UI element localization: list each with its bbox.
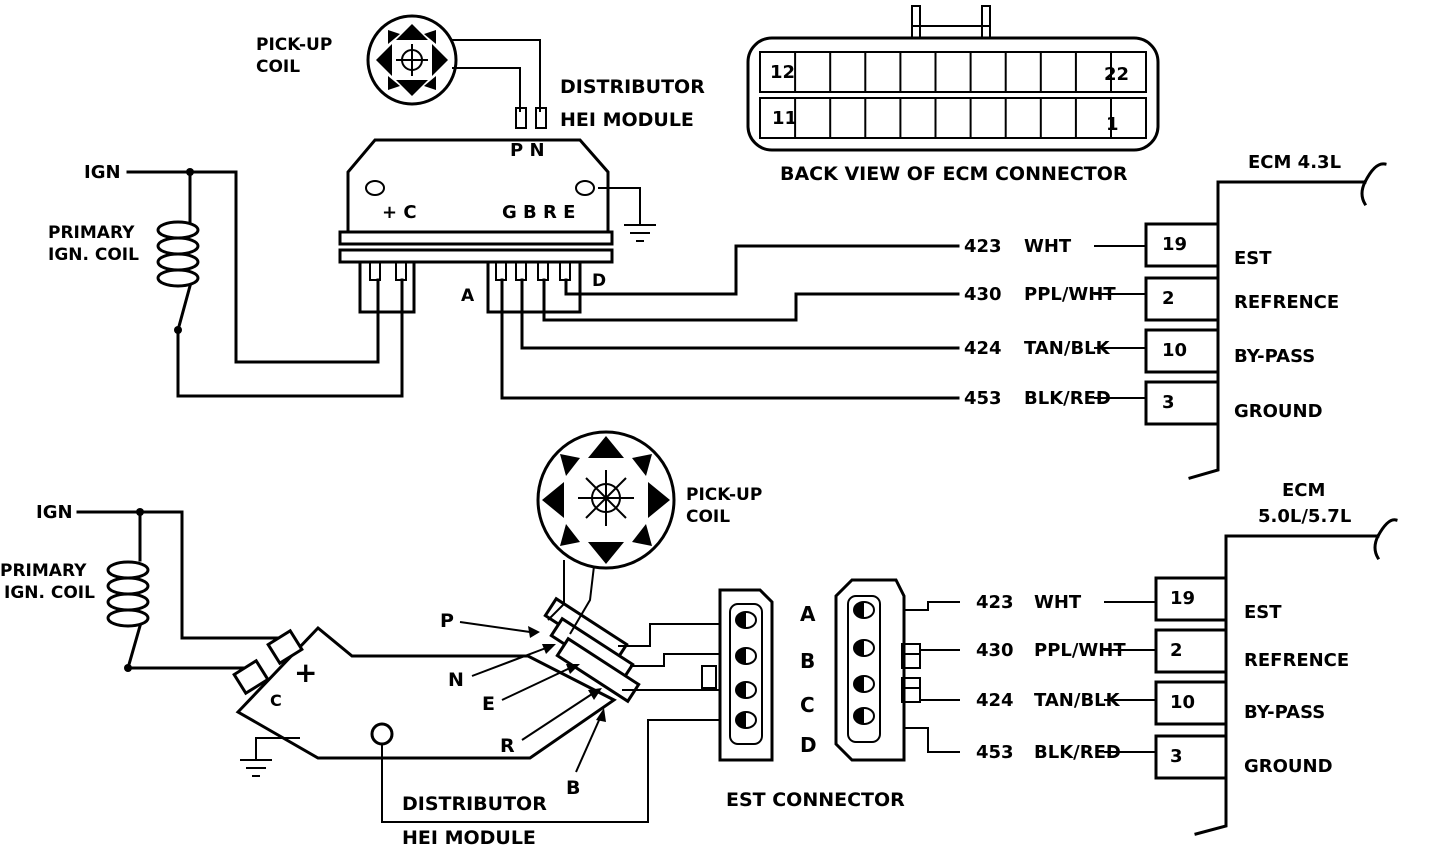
c-label: C <box>270 691 282 710</box>
ecm-pin-number: 10 <box>1170 692 1195 713</box>
connector-pin-12: 12 <box>770 62 795 83</box>
pickup-label-top-2: COIL <box>256 57 300 77</box>
ecm-pin-function: REFRENCE <box>1234 292 1339 313</box>
ecm-pin-function: REFRENCE <box>1244 650 1349 671</box>
hei-module-top <box>338 138 614 314</box>
e-label: E <box>482 693 495 715</box>
pickup-coil-bottom <box>536 430 676 570</box>
plus-c-label: + C <box>382 202 417 223</box>
module-label-top: HEI MODULE <box>560 109 694 131</box>
ecm-pin-number: 19 <box>1162 234 1187 255</box>
wire-circuit-number: 424 <box>964 338 1002 359</box>
est-pin-d: D <box>800 733 817 757</box>
primary-label-top-1: PRIMARY <box>48 223 135 243</box>
connector-caption: BACK VIEW OF ECM CONNECTOR <box>780 163 1128 185</box>
ecm-pin-function: BY-PASS <box>1234 346 1315 367</box>
ecm-pin-function: GROUND <box>1244 756 1333 777</box>
wire-circuit-number: 453 <box>976 742 1014 763</box>
est-pin-a: A <box>800 602 816 626</box>
r-label: R <box>500 735 515 757</box>
ign-label-bottom: IGN <box>36 502 73 523</box>
ecm-50-57-label-2: 5.0L/5.7L <box>1258 506 1351 527</box>
module-label-bottom: HEI MODULE <box>402 827 536 846</box>
wire-color-label: PPL/WHT <box>1024 284 1116 305</box>
ecm-pin-function: EST <box>1234 248 1272 269</box>
n-label: N <box>448 669 464 691</box>
ecm-pin-number: 3 <box>1170 746 1183 767</box>
wire-circuit-number: 430 <box>964 284 1002 305</box>
hei-module-bottom <box>232 596 641 760</box>
ecm-pin-function: BY-PASS <box>1244 702 1325 723</box>
wire-circuit-number: 423 <box>964 236 1002 257</box>
wire-color-label: WHT <box>1024 236 1072 257</box>
wire-color-label: WHT <box>1034 592 1082 613</box>
distributor-label-bottom: DISTRIBUTOR <box>402 793 547 815</box>
pickup-label-top-1: PICK-UP <box>256 35 332 55</box>
connector-pin-11: 11 <box>772 108 797 129</box>
p-label: P <box>440 610 454 632</box>
pickup-label-bottom-2: COIL <box>686 507 730 527</box>
ecm-pin-function: EST <box>1244 602 1282 623</box>
primary-label-top-2: IGN. COIL <box>48 245 139 265</box>
ecm-pin-number: 2 <box>1162 288 1175 309</box>
est-pin-c: C <box>800 693 815 717</box>
est-connector-label: EST CONNECTOR <box>726 789 905 811</box>
est-pin-b: B <box>800 649 815 673</box>
wire-color-label: TAN/BLK <box>1034 690 1121 711</box>
wire-circuit-number: 423 <box>976 592 1014 613</box>
pin-a-label: A <box>461 286 475 306</box>
pickup-label-bottom-1: PICK-UP <box>686 485 762 505</box>
ecm-50-57-label-1: ECM <box>1282 480 1325 501</box>
ecm-pin-number: 2 <box>1170 640 1183 661</box>
b-label: B <box>566 777 580 799</box>
wire-circuit-number: 424 <box>976 690 1014 711</box>
distributor-label-top: DISTRIBUTOR <box>560 76 705 98</box>
ecm-pin-function: GROUND <box>1234 401 1323 422</box>
connector-pin-1: 1 <box>1106 114 1119 135</box>
ecm-43-label: ECM 4.3L <box>1248 152 1341 173</box>
wire-color-label: TAN/BLK <box>1024 338 1111 359</box>
ground-symbol-top <box>598 187 656 242</box>
ecm-pin-number: 10 <box>1162 340 1187 361</box>
ign-label-top: IGN <box>84 162 121 183</box>
primary-label-bottom-2: IGN. COIL <box>4 583 95 603</box>
wire-circuit-number: 430 <box>976 640 1014 661</box>
wire-color-label: BLK/RED <box>1024 388 1111 409</box>
primary-ign-coil-top <box>156 220 200 288</box>
ecm-43-block <box>1144 162 1387 480</box>
wire-color-label: PPL/WHT <box>1034 640 1126 661</box>
ecm-pin-number: 19 <box>1170 588 1195 609</box>
primary-ign-coil-bottom <box>106 560 150 628</box>
primary-label-bottom-1: PRIMARY <box>0 561 87 581</box>
est-connector <box>718 578 906 762</box>
ecm-connector-back-view <box>746 5 1160 152</box>
ground-symbol-bottom <box>240 737 300 777</box>
connector-pin-22: 22 <box>1104 64 1129 85</box>
plus-label: + <box>294 656 317 689</box>
ecm-pin-number: 3 <box>1162 392 1175 413</box>
gbre-label: G B R E <box>502 202 575 223</box>
pin-d-label: D <box>592 271 606 291</box>
pn-label: P N <box>510 140 545 161</box>
ecm-50-57-block <box>1154 518 1398 836</box>
pickup-coil-top <box>366 14 458 106</box>
wire-color-label: BLK/RED <box>1034 742 1121 763</box>
wire-circuit-number: 453 <box>964 388 1002 409</box>
